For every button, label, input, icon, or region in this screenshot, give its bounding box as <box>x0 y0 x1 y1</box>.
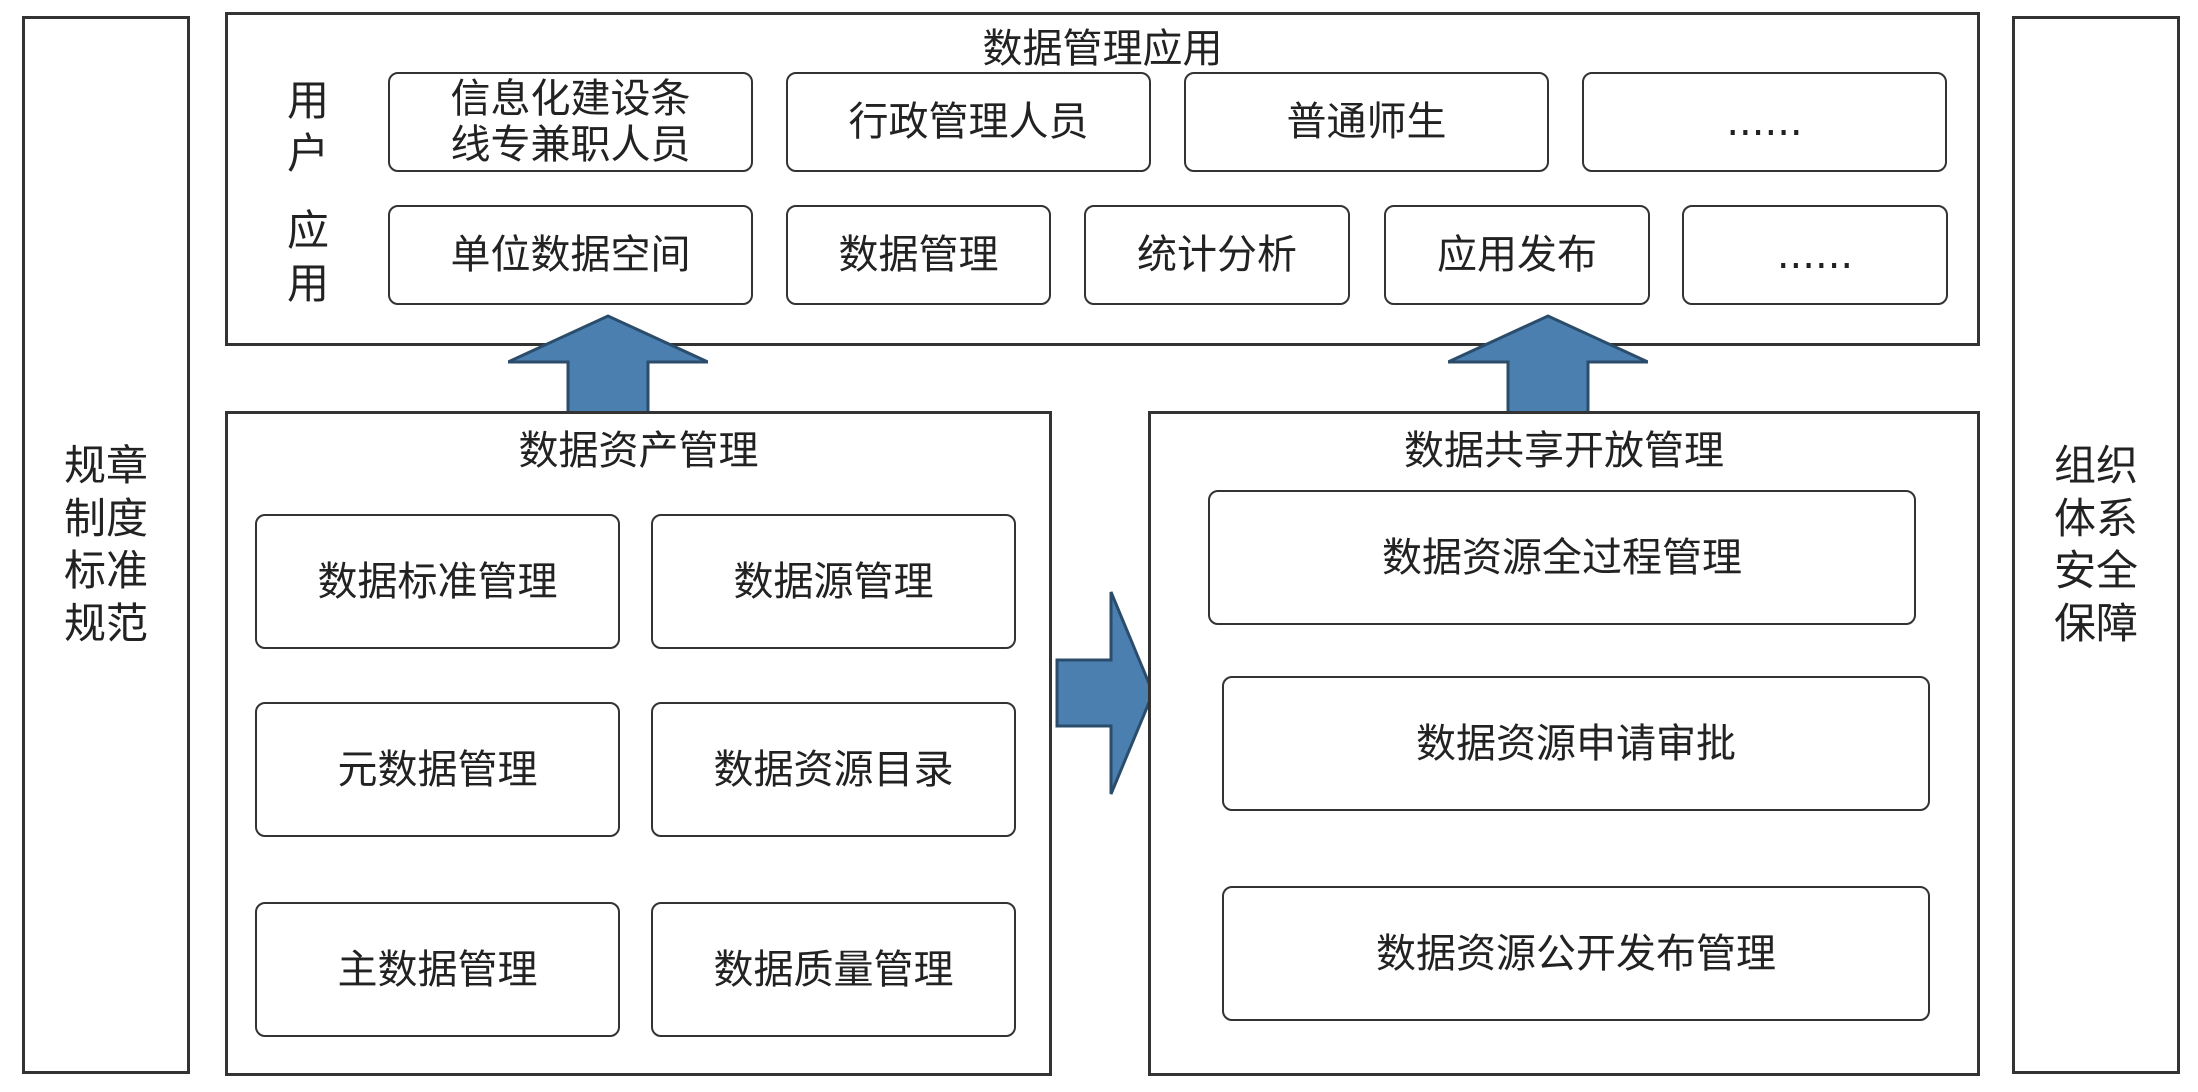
asset-box-resource-catalog: 数据资源目录 <box>651 702 1016 837</box>
app-box-app-release: 应用发布 <box>1384 205 1650 305</box>
users-row-label: 用 户 <box>278 75 338 180</box>
app-box-more: ...... <box>1682 205 1948 305</box>
left-side-frame <box>22 16 190 1074</box>
app-box-unit-data-space: 单位数据空间 <box>388 205 753 305</box>
right-side-line: 组织 <box>2053 441 2138 490</box>
app-box-data-management: 数据管理 <box>786 205 1051 305</box>
share-box-full-process: 数据资源全过程管理 <box>1208 490 1916 625</box>
users-label-char: 用 <box>286 76 329 125</box>
share-box-application-approval: 数据资源申请审批 <box>1222 676 1930 811</box>
left-side-label: 规章 制度 标准 规范 <box>22 440 190 650</box>
user-box-more: ...... <box>1582 72 1947 172</box>
asset-box-metadata: 元数据管理 <box>255 702 620 837</box>
up-arrow-right <box>1448 314 1648 414</box>
right-side-frame <box>2012 16 2180 1074</box>
up-arrow-left <box>508 314 708 414</box>
share-box-public-release: 数据资源公开发布管理 <box>1222 886 1930 1021</box>
apps-row-label: 应 用 <box>278 205 338 310</box>
asset-box-master-data: 主数据管理 <box>255 902 620 1037</box>
asset-box-data-source: 数据源管理 <box>651 514 1016 649</box>
right-side-line: 安全 <box>2053 546 2138 595</box>
app-layer-title: 数据管理应用 <box>982 26 1223 72</box>
left-side-line: 制度 <box>63 493 148 543</box>
user-box-admin-staff: 行政管理人员 <box>786 72 1151 172</box>
user-box-teachers-students: 普通师生 <box>1184 72 1549 172</box>
left-side-line: 规范 <box>63 598 148 648</box>
app-box-statistics: 统计分析 <box>1084 205 1350 305</box>
share-layer-title: 数据共享开放管理 <box>1404 428 1724 474</box>
users-label-char: 户 <box>286 128 329 178</box>
right-side-line: 保障 <box>2053 598 2138 648</box>
left-side-line: 规章 <box>63 441 148 490</box>
asset-box-data-standard: 数据标准管理 <box>255 514 620 649</box>
asset-layer-title: 数据资产管理 <box>518 428 759 474</box>
right-arrow <box>1055 591 1155 795</box>
user-box-line: 信息化建设条 <box>450 76 691 122</box>
right-side-line: 体系 <box>2053 493 2138 543</box>
apps-label-char: 用 <box>286 258 329 308</box>
right-side-label: 组织 体系 安全 保障 <box>2012 440 2180 650</box>
apps-label-char: 应 <box>286 206 329 255</box>
left-side-line: 标准 <box>63 546 148 595</box>
user-box-line: 线专兼职人员 <box>450 122 691 168</box>
user-box-it-staff: 信息化建设条 线专兼职人员 <box>388 72 753 172</box>
asset-box-data-quality: 数据质量管理 <box>651 902 1016 1037</box>
